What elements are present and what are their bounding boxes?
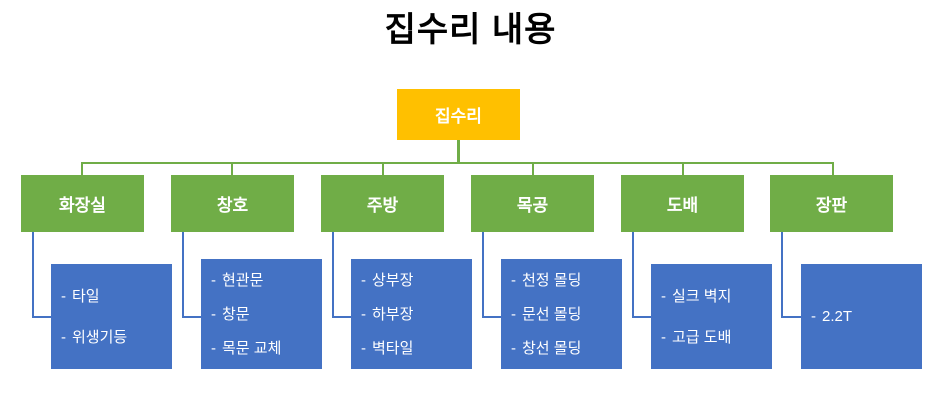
bullet-dash-icon: - (661, 328, 666, 346)
connector-elbow-h-3 (482, 316, 506, 318)
leaf-item: - 2.2T (811, 309, 922, 324)
leaf-item-label: 하부장 (372, 305, 414, 323)
connector-elbow-v-2 (332, 232, 334, 317)
connector-drop-cat-3 (532, 162, 534, 175)
leaf-item: - 현관문 (211, 273, 322, 288)
bullet-dash-icon: - (361, 305, 366, 323)
leaf-panel-0[interactable]: - 타일 - 위생기등 (51, 264, 172, 369)
page-title: 집수리 내용 (384, 11, 557, 49)
bullet-dash-icon: - (211, 271, 216, 289)
leaf-item-label: 문선 몰딩 (522, 305, 582, 323)
root-node-jipsuri[interactable]: 집수리 (397, 89, 520, 140)
leaf-panel-3[interactable]: - 천정 몰딩 - 문선 몰딩 - 창선 몰딩 (501, 259, 622, 369)
connector-elbow-v-4 (632, 232, 634, 317)
leaf-panel-4[interactable]: - 실크 벽지 - 고급 도배 (651, 264, 772, 369)
connector-elbow-h-4 (632, 316, 656, 318)
leaf-item-label: 실크 벽지 (672, 287, 732, 305)
connector-drop-cat-1 (231, 162, 233, 175)
leaf-item: - 실크 벽지 (661, 289, 772, 304)
category-node-0[interactable]: 화장실 (21, 175, 144, 232)
bullet-dash-icon: - (811, 308, 816, 325)
connector-elbow-h-5 (781, 316, 805, 318)
bullet-dash-icon: - (211, 305, 216, 323)
category-node-4[interactable]: 도배 (621, 175, 744, 232)
leaf-item-label: 창선 몰딩 (522, 339, 582, 357)
leaf-item: - 창문 (211, 307, 322, 322)
leaf-item-label: 현관문 (222, 271, 264, 289)
leaf-item: - 천정 몰딩 (511, 273, 622, 288)
category-node-5[interactable]: 장판 (770, 175, 893, 232)
leaf-item-label: 2.2T (822, 308, 853, 325)
leaf-item-label: 목문 교체 (222, 339, 282, 357)
leaf-panel-1[interactable]: - 현관문 - 창문 - 목문 교체 (201, 259, 322, 369)
leaf-item-label: 천정 몰딩 (522, 271, 582, 289)
category-node-3[interactable]: 목공 (471, 175, 594, 232)
leaf-item: - 상부장 (361, 273, 472, 288)
category-node-5-label: 장판 (815, 196, 848, 215)
leaf-item: - 문선 몰딩 (511, 307, 622, 322)
category-node-2-label: 주방 (366, 196, 399, 215)
leaf-item: - 타일 (61, 289, 172, 304)
category-node-3-label: 목공 (516, 196, 549, 215)
category-node-1-label: 창호 (216, 196, 249, 215)
category-node-4-label: 도배 (666, 196, 699, 215)
leaf-item: - 위생기등 (61, 330, 172, 345)
connector-elbow-v-5 (781, 232, 783, 317)
bullet-dash-icon: - (61, 328, 66, 346)
leaf-item: - 목문 교체 (211, 341, 322, 356)
connector-elbow-h-2 (332, 316, 356, 318)
leaf-item: - 하부장 (361, 307, 472, 322)
category-node-1[interactable]: 창호 (171, 175, 294, 232)
leaf-item: - 창선 몰딩 (511, 341, 622, 356)
leaf-item: - 고급 도배 (661, 330, 772, 345)
leaf-item-label: 벽타일 (372, 339, 414, 357)
connector-elbow-h-0 (32, 316, 56, 318)
bullet-dash-icon: - (511, 271, 516, 289)
root-node-label: 집수리 (435, 107, 482, 126)
connector-elbow-v-3 (482, 232, 484, 317)
bullet-dash-icon: - (61, 287, 66, 305)
leaf-item: - 벽타일 (361, 341, 472, 356)
leaf-panel-5[interactable]: - 2.2T (801, 264, 922, 369)
connector-root-stem (457, 140, 460, 164)
connector-elbow-v-1 (182, 232, 184, 317)
leaf-item-label: 타일 (72, 287, 100, 305)
bullet-dash-icon: - (511, 305, 516, 323)
bullet-dash-icon: - (511, 339, 516, 357)
leaf-item-label: 위생기등 (72, 328, 128, 346)
connector-elbow-v-0 (32, 232, 34, 317)
bullet-dash-icon: - (211, 339, 216, 357)
leaf-item-label: 상부장 (372, 271, 414, 289)
bullet-dash-icon: - (361, 339, 366, 357)
connector-drop-cat-5 (832, 162, 834, 175)
leaf-item-label: 고급 도배 (672, 328, 732, 346)
connector-drop-cat-0 (81, 162, 83, 175)
leaf-item-label: 창문 (222, 305, 250, 323)
leaf-panel-2[interactable]: - 상부장 - 하부장 - 벽타일 (351, 259, 472, 369)
category-node-0-label: 화장실 (59, 196, 106, 215)
connector-elbow-h-1 (182, 316, 206, 318)
bullet-dash-icon: - (661, 287, 666, 305)
category-node-2[interactable]: 주방 (321, 175, 444, 232)
bullet-dash-icon: - (361, 271, 366, 289)
connector-drop-cat-4 (682, 162, 684, 175)
connector-horizontal-bus (81, 162, 834, 164)
connector-drop-cat-2 (382, 162, 384, 175)
